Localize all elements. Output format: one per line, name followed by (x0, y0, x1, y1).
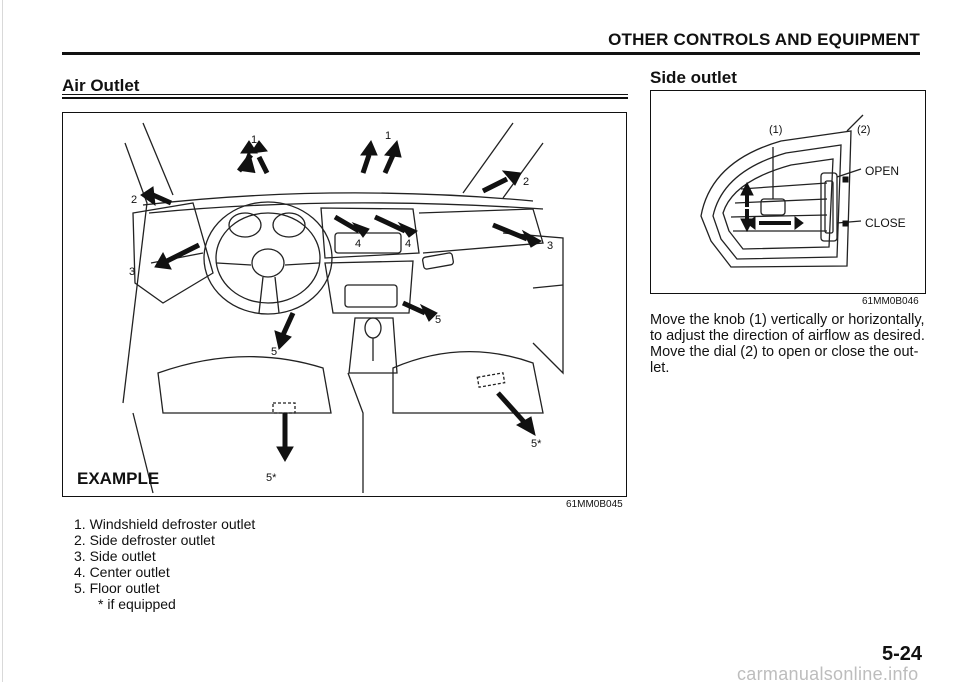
legend-item: 2. Side defroster outlet (74, 532, 215, 548)
site-watermark: carmanualsonline.info (737, 664, 919, 684)
callout-knob-label: (1) (769, 124, 782, 136)
callout-5-star-right: 5* (531, 438, 542, 450)
callout-1-left: 1 (251, 134, 257, 146)
callout-3-left: 3 (129, 266, 135, 278)
example-label: EXAMPLE (77, 469, 160, 488)
page-number: 5-24 (882, 643, 923, 665)
callout-5-right: 5 (435, 314, 441, 326)
legend-item: 1. Windshield defroster outlet (74, 516, 256, 532)
figure-code-left: 61MM0B045 (566, 499, 623, 510)
callout-4-left: 4 (355, 238, 361, 250)
callout-4-right: 4 (405, 238, 411, 250)
open-label: OPEN (865, 164, 899, 178)
callout-3-right: 3 (547, 240, 553, 252)
callout-5-left: 5 (271, 346, 277, 358)
callout-dial-label: (2) (857, 124, 870, 136)
legend-item: 3. Side outlet (74, 548, 156, 564)
callout-1-right: 1 (385, 130, 391, 142)
figure-code-right: 61MM0B046 (862, 296, 919, 307)
section-rule-top (62, 94, 628, 95)
side-outlet-instructions: Move the knob (1) vertically or horizont… (650, 312, 925, 376)
page-edge-line (2, 0, 3, 682)
callout-5-star-left: 5* (266, 472, 277, 484)
air-outlet-figure: 1 1 2 2 3 3 4 4 5 5 5* 5* EXAMPLE (62, 112, 627, 497)
callout-2-left: 2 (131, 194, 137, 206)
legend-item: 5. Floor outlet (74, 580, 160, 596)
dashboard-illustration: 1 1 2 2 3 3 4 4 5 5 5* 5* (122, 122, 564, 494)
callout-2-right: 2 (523, 176, 529, 188)
section-title-side-outlet: Side outlet (650, 68, 737, 87)
air-outlet-legend: 1. Windshield defroster outlet 2. Side d… (74, 516, 255, 612)
legend-note: * if equipped (98, 596, 176, 612)
header-rule (62, 52, 920, 55)
side-outlet-figure: (1) (2) OPEN CLOSE (650, 90, 926, 294)
close-label: CLOSE (865, 216, 906, 230)
section-title-air-outlet: Air Outlet (62, 76, 140, 95)
legend-item: 4. Center outlet (74, 564, 170, 580)
section-rule-bottom (62, 97, 628, 99)
side-outlet-illustration: (1) (2) OPEN CLOSE (700, 114, 906, 268)
page-header-title: OTHER CONTROLS AND EQUIPMENT (608, 30, 920, 49)
